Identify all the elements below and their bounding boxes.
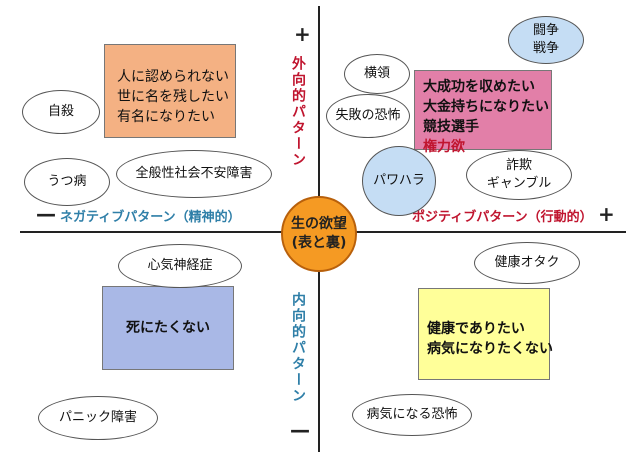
ellipse-text: 自殺 bbox=[47, 104, 74, 119]
ellipse-fear-fail: 失敗の恐怖 bbox=[326, 94, 410, 138]
ellipse-text: 健康オタク bbox=[494, 255, 560, 270]
center-line: 生の欲望 bbox=[291, 216, 347, 232]
ellipse-anxiety: 全般性社会不安障害 bbox=[116, 150, 272, 198]
positive-pattern-label: ポジティブパターン（行動的） bbox=[412, 210, 593, 225]
box-line: 大金持ちになりたい bbox=[423, 99, 549, 115]
ellipse-panic: パニック障害 bbox=[38, 396, 158, 440]
ellipse-neurosis: 心気神経症 bbox=[118, 244, 242, 288]
ellipse-line: 闘争 bbox=[532, 23, 559, 38]
box-line: 死にたくない bbox=[126, 320, 210, 336]
ellipse-fraud-gamble: 詐欺 ギャンブル bbox=[466, 150, 572, 200]
ellipse-suicide: 自殺 bbox=[22, 90, 100, 134]
ellipse-line: ギャンブル bbox=[486, 176, 552, 191]
ellipse-fear-illness: 病気になる恐怖 bbox=[352, 394, 472, 436]
box-line: 健康でありたい bbox=[427, 321, 525, 337]
center-circle: 生の欲望 (表と裏) bbox=[281, 196, 357, 272]
ellipse-text: 詐欺 ギャンブル bbox=[487, 157, 552, 193]
ellipse-text: 病気になる恐怖 bbox=[366, 407, 458, 422]
ellipse-text: 闘争 戦争 bbox=[533, 22, 559, 58]
ellipse-text: パニック障害 bbox=[58, 410, 137, 425]
ellipse-power-harass: パワハラ bbox=[362, 146, 436, 216]
left-minus-sign: — bbox=[36, 202, 56, 226]
box-not-die: 死にたくない bbox=[102, 286, 234, 370]
box-health: 健康でありたい 病気になりたくない bbox=[418, 288, 553, 380]
top-plus-sign: + bbox=[294, 22, 311, 46]
box-success: 大成功を収めたい 大金持ちになりたい 競技選手 権力欲 bbox=[414, 70, 552, 155]
power-desire-text: 権力欲 bbox=[423, 139, 465, 155]
ellipse-depression: うつ病 bbox=[24, 158, 110, 206]
right-plus-sign: + bbox=[598, 202, 615, 226]
ellipse-embezzle: 横領 bbox=[344, 54, 410, 94]
ellipse-fight-war: 闘争 戦争 bbox=[508, 16, 584, 64]
box-recognition: 人に認められない 世に名を残したい 有名になりたい bbox=[104, 44, 236, 138]
ellipse-text: 全般性社会不安障害 bbox=[135, 166, 253, 181]
box-line: 大成功を収めたい bbox=[423, 79, 535, 95]
ellipse-line: 詐欺 bbox=[505, 158, 532, 173]
ellipse-health-otaku: 健康オタク bbox=[474, 242, 580, 284]
ellipse-text: うつ病 bbox=[47, 174, 87, 189]
bottom-minus-sign: — bbox=[290, 418, 310, 442]
ellipse-text: パワハラ bbox=[373, 173, 425, 188]
outward-pattern-label: 外向的パターン bbox=[290, 56, 306, 168]
ellipse-line: 戦争 bbox=[532, 41, 559, 56]
box-line: 競技選手 bbox=[423, 119, 479, 135]
box-line: 人に認められない bbox=[117, 69, 229, 85]
box-line: 世に名を残したい bbox=[117, 89, 229, 105]
box-line: 有名になりたい bbox=[117, 109, 215, 125]
ellipse-text: 心気神経症 bbox=[147, 258, 213, 273]
ellipse-text: 横領 bbox=[363, 66, 390, 81]
inward-pattern-label: 内向的パターン bbox=[290, 292, 306, 404]
center-line: (表と裏) bbox=[291, 235, 347, 251]
box-line: 病気になりたくない bbox=[427, 341, 553, 357]
negative-pattern-label: ネガティブパターン（精神的） bbox=[60, 210, 241, 225]
ellipse-text: 失敗の恐怖 bbox=[335, 108, 401, 123]
